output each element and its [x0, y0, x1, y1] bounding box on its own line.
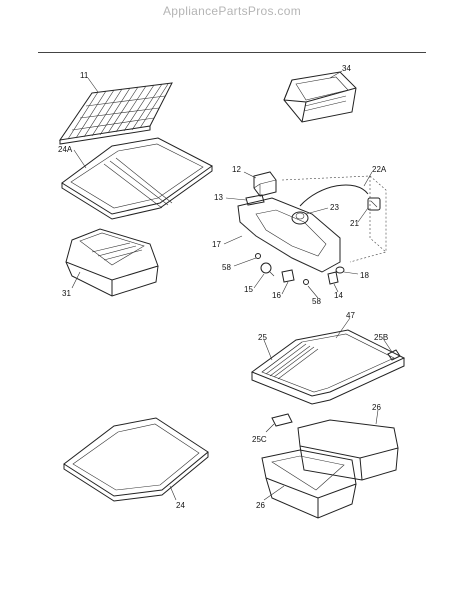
callout-26-top: 26 [372, 403, 381, 412]
part-grommet[interactable] [335, 266, 345, 274]
callout-25: 25 [258, 333, 267, 342]
callout-11: 11 [80, 71, 89, 80]
part-light-bulb[interactable] [260, 262, 275, 277]
callout-34: 34 [342, 64, 351, 73]
callout-17: 17 [212, 240, 221, 249]
callout-25c: 25C [252, 435, 267, 444]
part-shelf-assembly[interactable] [250, 329, 406, 427]
part-control-cover[interactable] [253, 171, 277, 197]
part-small-bin[interactable] [283, 71, 357, 123]
part-glass-shelf-frame[interactable] [61, 137, 213, 220]
callout-58-bottom: 58 [312, 297, 321, 306]
header-divider [38, 52, 426, 53]
part-wire-shelf[interactable] [58, 82, 173, 145]
part-screw-left[interactable] [255, 253, 261, 259]
callout-16: 16 [272, 291, 281, 300]
callout-58-left: 58 [222, 263, 231, 272]
part-screw-bottom[interactable] [303, 279, 309, 285]
part-crisper-drawer[interactable] [65, 228, 159, 297]
callout-12: 12 [232, 165, 241, 174]
callout-15: 15 [244, 285, 253, 294]
callout-18: 18 [360, 271, 369, 280]
callout-14: 14 [334, 291, 343, 300]
part-control-knob[interactable] [291, 211, 309, 225]
callout-23: 23 [330, 203, 339, 212]
callout-26-bottom: 26 [256, 501, 265, 510]
callout-13: 13 [214, 193, 223, 202]
part-thermostat[interactable] [367, 197, 381, 211]
callout-21: 21 [350, 219, 359, 228]
leader-lines [71, 70, 393, 501]
part-light-socket[interactable] [281, 269, 295, 283]
callout-24a: 24A [58, 145, 73, 154]
part-clip[interactable] [245, 194, 265, 206]
part-control-housing[interactable] [237, 175, 387, 273]
callout-31: 31 [62, 289, 71, 298]
part-light-switch[interactable] [327, 271, 339, 285]
part-twin-pans[interactable] [261, 419, 399, 519]
site-watermark: AppliancePartsPros.com [163, 4, 301, 18]
part-glass-shelf[interactable] [63, 417, 209, 502]
callout-24: 24 [176, 501, 185, 510]
callout-47: 47 [346, 311, 355, 320]
callout-25b: 25B [374, 333, 388, 342]
callout-22a: 22A [372, 165, 387, 174]
